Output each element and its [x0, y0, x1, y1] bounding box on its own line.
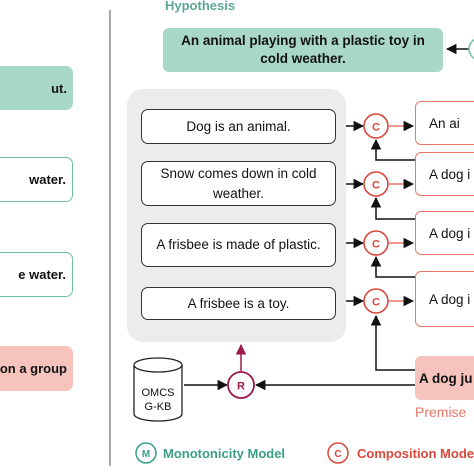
composition-node-2	[363, 171, 389, 197]
composition-legend-icon	[327, 442, 349, 464]
knowledge-base-line-2: G-KB	[144, 401, 172, 413]
chain-arrow-2	[370, 196, 415, 220]
monotonicity-legend-icon	[135, 442, 157, 464]
chain-arrow-3	[370, 255, 415, 278]
inference-box-4: A dog i	[415, 271, 474, 327]
premise-box: A dog ju	[415, 356, 474, 400]
inference-box-1: An ai	[415, 101, 474, 145]
monotonicity-node-partial	[468, 38, 474, 60]
fact-box-2: Snow comes down in cold weather.	[141, 161, 336, 206]
composition-node-1-letter: C	[372, 122, 380, 134]
left-box-1: ut.	[0, 66, 73, 110]
inference-box-2: A dog i	[415, 152, 474, 196]
composition-legend-letter: C	[334, 449, 341, 460]
left-box-3: e water.	[0, 252, 73, 297]
hypothesis-label: Hypothesis	[165, 0, 236, 13]
premise-label: Premise	[415, 404, 467, 420]
knowledge-base-label: OMCS G-KB	[134, 386, 182, 414]
chain-arrow-1	[370, 138, 415, 161]
monotonicity-legend-letter: M	[142, 449, 150, 460]
fact-box-3: A frisbee is made of plastic.	[141, 223, 336, 267]
fact-box-1: Dog is an animal.	[141, 109, 336, 144]
retriever-node-letter: R	[237, 381, 245, 393]
left-box-2: water.	[0, 157, 73, 202]
composition-node-1	[363, 113, 389, 139]
database-icon	[133, 357, 183, 422]
hypothesis-box: An animal playing with a plastic toy in …	[163, 28, 443, 72]
composition-node-4	[363, 288, 389, 314]
composition-node-3	[363, 230, 389, 256]
composition-node-4-letter: C	[372, 297, 380, 309]
composition-legend-label: Composition Mode	[357, 446, 474, 461]
monotonicity-legend-label: Monotonicity Model	[163, 446, 286, 461]
premise-up-arrow	[370, 314, 415, 371]
composition-node-2-letter: C	[372, 180, 380, 192]
knowledge-base-line-1: OMCS	[141, 387, 175, 399]
inference-box-3: A dog i	[415, 211, 474, 255]
left-box-4: on a group	[0, 346, 73, 391]
retriever-node	[227, 371, 255, 399]
composition-node-3-letter: C	[372, 239, 380, 251]
fact-box-4: A frisbee is a toy.	[141, 287, 336, 320]
